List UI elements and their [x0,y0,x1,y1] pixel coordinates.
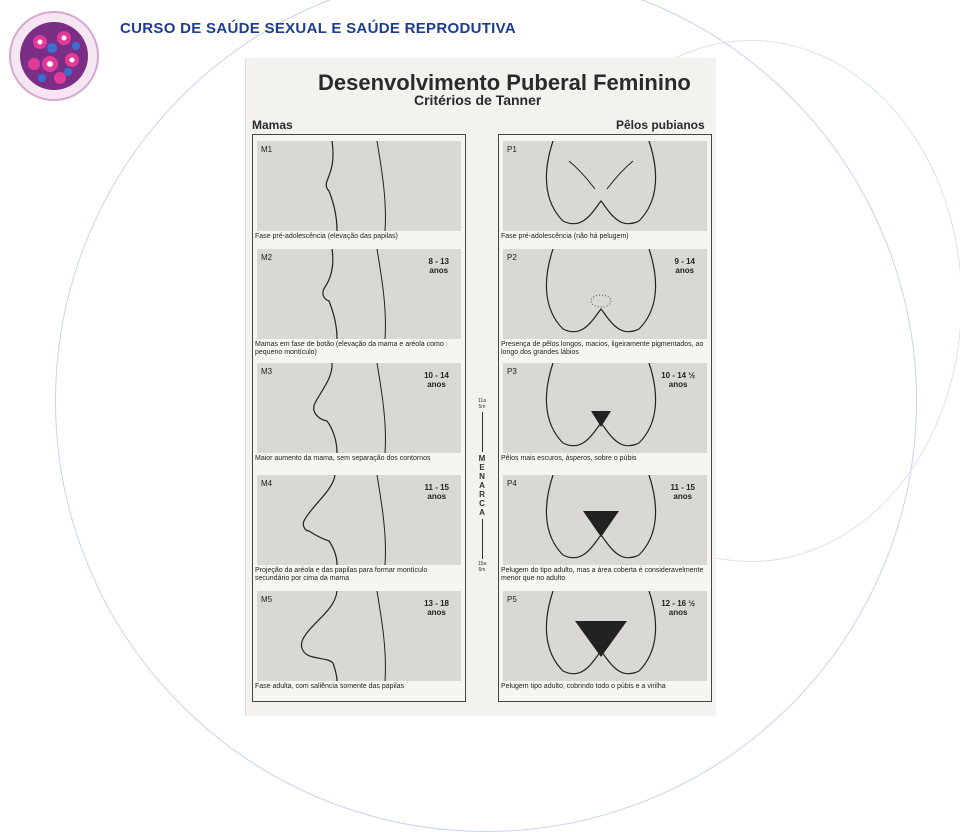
stage-code: P2 [507,253,517,262]
menarca-range-top: 11a 5m [478,398,486,410]
breast-profile-figure [313,363,386,453]
stage-panel-p1: P1 [503,141,707,231]
breast-profile-figure [325,141,386,231]
stage-caption: Mamas em fase de botão (elevação da mama… [255,341,444,356]
sheet-subtitle: Critérios de Tanner [414,92,542,108]
stage-code: P5 [507,595,517,604]
stage-code: P3 [507,367,517,376]
stage-caption: Pelugem tipo adulto, cobrindo todo o púb… [501,683,666,690]
breasts-column: M1 Fase pré-adolescência (elevação das p… [252,134,466,702]
stage-panel-m1: M1 [257,141,461,231]
stage-code: M5 [261,595,273,604]
stage-code: P4 [507,479,517,488]
breast-profile-figure [300,591,386,681]
stage-caption: Pêlos mais escuros, ásperos, sobre o púb… [501,455,637,462]
pubic-heading: Pêlos pubianos [616,118,705,132]
stage-code: P1 [507,145,517,154]
pubic-figure [545,363,657,447]
stage-caption: Fase pré-adolescência (não há pelugem) [501,233,629,240]
stage-code: M1 [261,145,273,154]
stage-code: M3 [261,367,273,376]
breast-profile-figure [302,475,386,565]
breast-profile-figure [322,249,386,339]
menarca-range-bottom: 15a 6m [477,561,487,573]
menarca-label: MENARCA [478,454,486,517]
tanner-sheet: Desenvolvimento Puberal Feminino Critéri… [245,58,716,716]
stage-caption: Maior aumento da mama, sem separação dos… [255,455,431,462]
pubic-column: P1 Fase pré-adolescência (não há pelugem… [498,134,712,702]
stage-caption: Pelugem do tipo adulto, mas a área cober… [501,567,704,582]
pubic-figure [545,475,657,559]
stage-code: M4 [261,479,273,488]
pubic-figure [545,249,657,333]
stage-code: M2 [261,253,273,262]
menarca-marker: 11a 5m MENARCA 15a 6m [474,398,490,573]
stage-caption: Presença de pêlos longos, macios, ligeir… [501,341,704,356]
sheet-title: Desenvolvimento Puberal Feminino [318,70,691,95]
menarca-arrow [481,519,483,559]
stage-caption: Fase pré-adolescência (elevação das papi… [255,233,398,240]
stage-caption: Projeção da aréola e das papilas para fo… [255,567,428,582]
logo-icon [9,11,99,101]
pubic-figure [545,141,657,225]
menarca-arrow [481,412,483,452]
breasts-heading: Mamas [252,118,293,132]
stage-caption: Fase adulta, com saliência somente das p… [255,683,405,690]
course-title: CURSO DE SAÚDE SEXUAL E SAÚDE REPRODUTIV… [120,20,516,37]
pubic-figure [545,591,657,675]
